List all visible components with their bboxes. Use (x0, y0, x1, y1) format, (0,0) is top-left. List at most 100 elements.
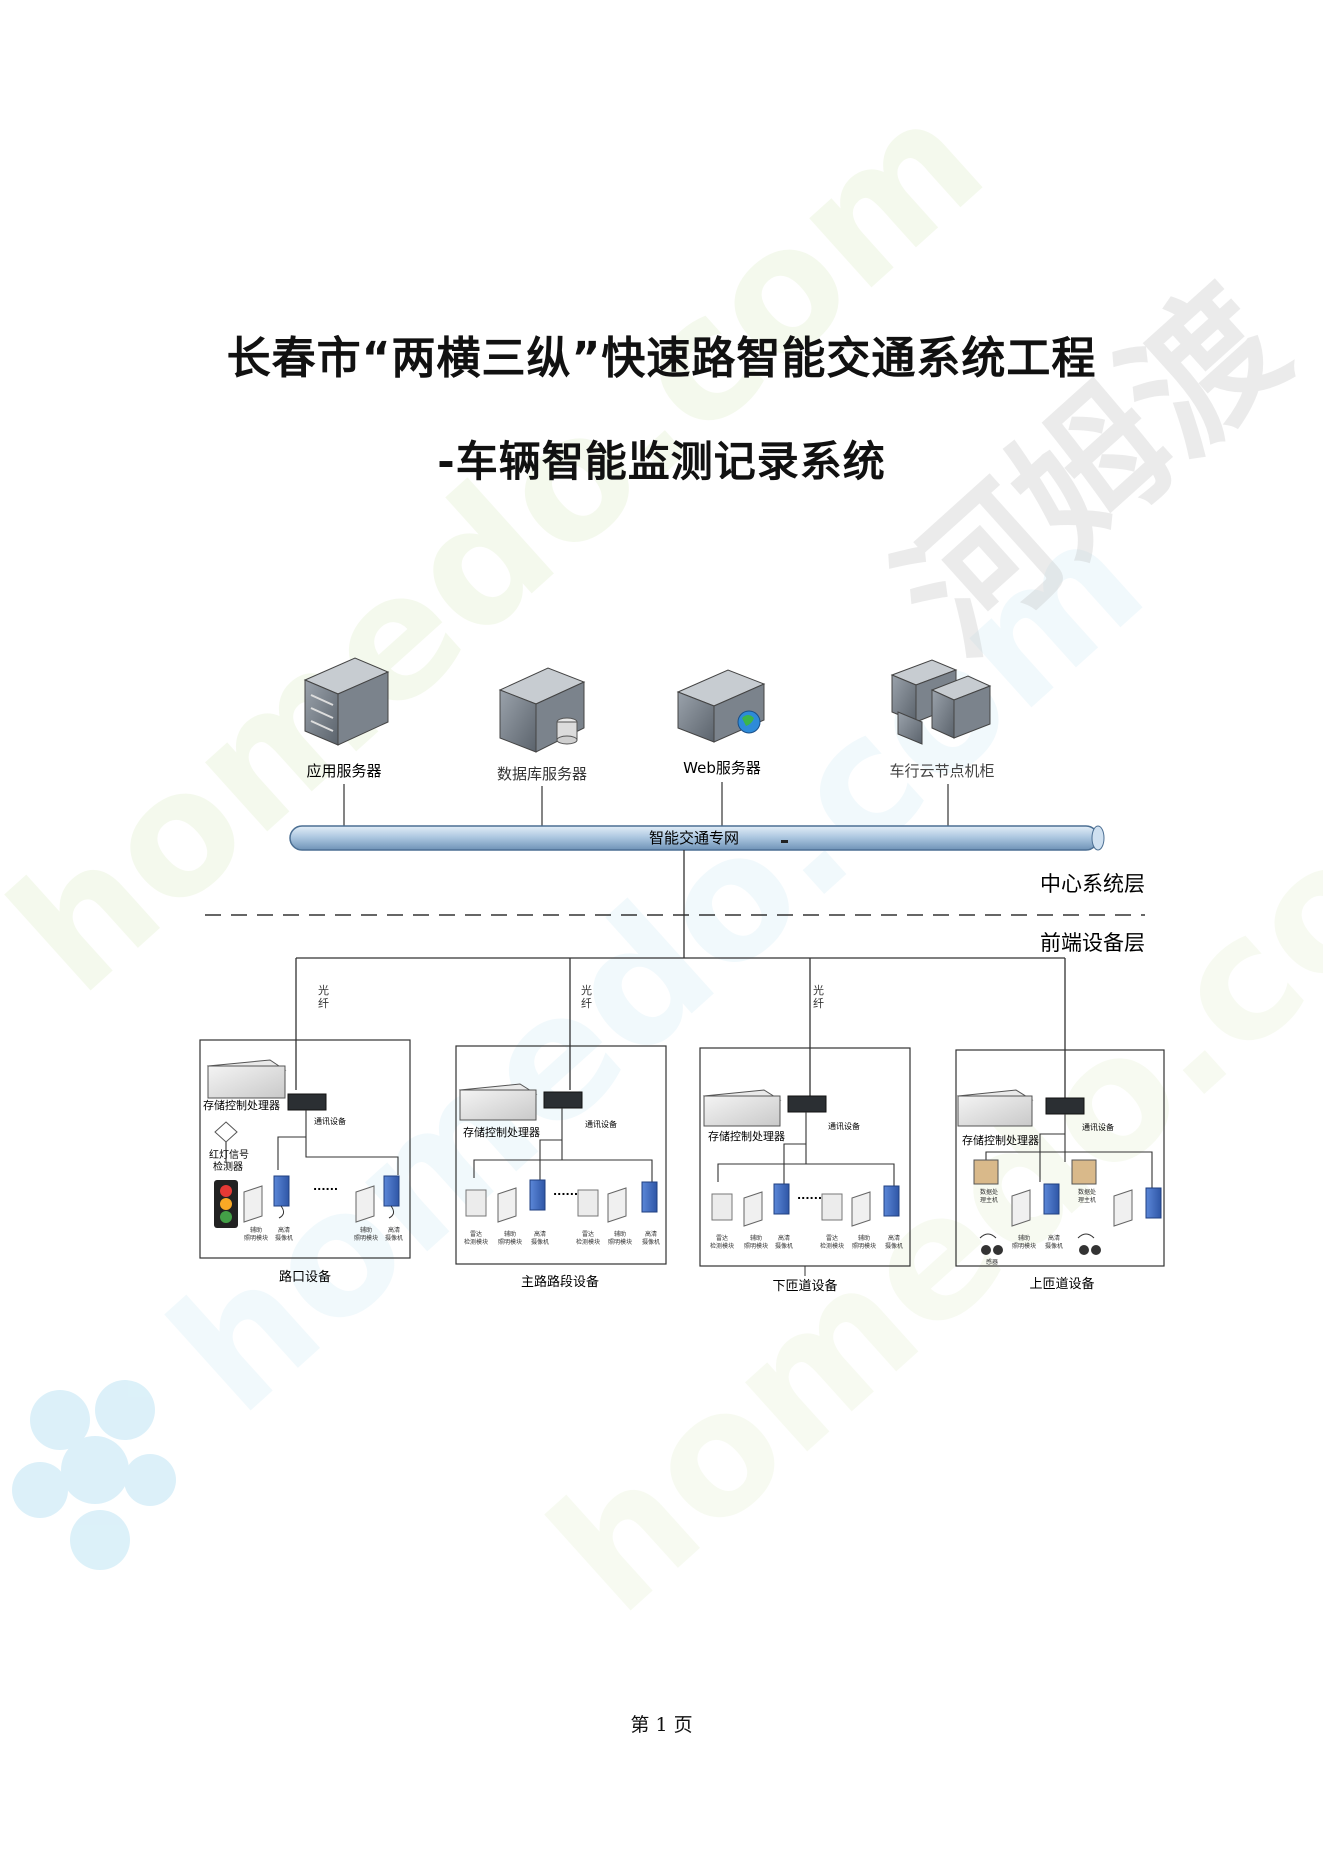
device-label: 辅助照明模块 (1012, 1234, 1036, 1250)
server-label: 车行云节点机柜 (889, 762, 994, 780)
device-label: 雷达检测模块 (820, 1234, 844, 1250)
lighting-module-icon (607, 1187, 627, 1223)
network-switch-icon (787, 1095, 827, 1113)
lighting-module-icon (243, 1185, 263, 1223)
group-intersection: 存储控制处理器 通讯设备 红灯信号检测器 ...... (199, 1039, 411, 1285)
camera-icon (273, 1175, 290, 1219)
server-application: 应用服务器 (303, 657, 390, 780)
device-label: 雷达检测模块 (710, 1234, 734, 1250)
lighting-module-icon (743, 1191, 763, 1227)
processor-icon (956, 1089, 1034, 1127)
ellipsis: ...... (797, 1189, 822, 1202)
server-label: Web服务器 (683, 759, 761, 777)
sensor-label: 感器 (986, 1258, 998, 1266)
radar-module-icon (577, 1189, 599, 1217)
detector-icon (214, 1121, 238, 1143)
document-subtitle: -车辆智能监测记录系统 (437, 437, 886, 486)
display-label: 数据处理主机 (1078, 1188, 1096, 1204)
device-label: 高清摄像机 (1045, 1234, 1063, 1250)
fiber-trunk (295, 850, 1066, 1100)
processor-icon (702, 1089, 782, 1127)
device-label: 高清摄像机 (775, 1234, 793, 1250)
processor-label: 存储控制处理器 (203, 1098, 280, 1112)
document-title: 长春市“两横三纵”快速路智能交通系统工程 (226, 333, 1097, 384)
camera-icon (1145, 1187, 1162, 1219)
camera-icon (773, 1183, 790, 1215)
server-cabinet-icon (890, 659, 992, 745)
fiber-label: 光纤 (318, 983, 329, 1010)
device-label: 高清摄像机 (642, 1230, 660, 1246)
ellipsis: ...... (553, 1185, 578, 1198)
group-caption: 路口设备 (279, 1269, 331, 1285)
server-icon (303, 657, 390, 746)
web-server-icon (676, 669, 766, 743)
watermark-flower-logo (12, 1380, 176, 1570)
database-server-icon (498, 667, 586, 753)
ellipsis: ...... (313, 1180, 338, 1193)
lighting-module-icon (851, 1191, 871, 1227)
sensor-icon (979, 1233, 1101, 1255)
lighting-module-icon (1113, 1189, 1133, 1227)
device-label: 辅助照明模块 (244, 1226, 268, 1242)
fiber-label: 光纤 (813, 983, 824, 1010)
device-label: 辅助照明模块 (744, 1234, 768, 1250)
camera-icon (883, 1185, 900, 1217)
camera-icon (529, 1179, 546, 1211)
device-label: 辅助照明模块 (354, 1226, 378, 1242)
group-main-road: 存储控制处理器 通讯设备 ...... 雷达检测模块 辅助照明模块 高清摄像机 … (455, 1045, 667, 1290)
lighting-module-icon (1011, 1189, 1031, 1227)
radar-module-icon (711, 1193, 733, 1221)
signal-detector-label: 红灯信号检测器 (209, 1148, 249, 1173)
server-label: 应用服务器 (306, 762, 381, 780)
processor-label: 存储控制处理器 (708, 1129, 785, 1143)
network-switch-icon (1045, 1097, 1085, 1115)
device-label: 高清摄像机 (885, 1234, 903, 1250)
layer-label-center: 中心系统层 (1040, 872, 1145, 896)
lighting-module-icon (497, 1187, 517, 1223)
processor-label: 存储控制处理器 (463, 1125, 540, 1139)
group-on-ramp: 存储控制处理器 通讯设备 数据处理主机 数据处理主机 (955, 1049, 1165, 1292)
network-label: 智能交通专网 (649, 829, 739, 847)
fiber-labels: 光纤 光纤 光纤 (318, 983, 824, 1010)
device-label: 高清摄像机 (275, 1226, 293, 1242)
radar-module-icon (465, 1189, 487, 1217)
group-caption: 上匝道设备 (1029, 1276, 1094, 1292)
network-bus: 智能交通专网 (289, 825, 1105, 851)
lighting-module-icon (355, 1185, 375, 1223)
processor-icon (206, 1059, 287, 1099)
comm-label: 通讯设备 (828, 1121, 860, 1131)
display-host-icon (973, 1159, 1097, 1185)
camera-icon (1043, 1183, 1060, 1215)
network-switch-icon (287, 1093, 327, 1111)
group-caption: 主路路段设备 (521, 1274, 599, 1290)
fiber-label: 光纤 (581, 983, 592, 1010)
server-web: Web服务器 (676, 669, 766, 777)
server-database: 数据库服务器 (497, 667, 587, 783)
display-label: 数据处理主机 (980, 1188, 998, 1204)
server-label: 数据库服务器 (497, 765, 587, 783)
comm-label: 通讯设备 (585, 1119, 617, 1129)
camera-icon (641, 1181, 658, 1213)
group-off-ramp: 存储控制处理器 通讯设备 ...... 雷达检测模块 辅助照明模块 高清摄像机 … (699, 1047, 911, 1294)
device-label: 辅助照明模块 (852, 1234, 876, 1250)
server-cabinet: 车行云节点机柜 (889, 659, 995, 780)
device-label: 辅助照明模块 (608, 1230, 632, 1246)
processor-label: 存储控制处理器 (962, 1133, 1039, 1147)
layer-label-front: 前端设备层 (1040, 931, 1145, 955)
group-caption: 下匝道设备 (772, 1278, 837, 1294)
device-label: 雷达检测模块 (464, 1230, 488, 1246)
page-number: 第 1 页 (630, 1714, 693, 1736)
network-switch-icon (543, 1091, 583, 1109)
comm-label: 通讯设备 (1082, 1122, 1114, 1132)
processor-icon (458, 1083, 538, 1121)
traffic-light-icon (214, 1180, 238, 1228)
comm-label: 通讯设备 (314, 1116, 346, 1126)
device-label: 高清摄像机 (385, 1226, 403, 1242)
device-label: 雷达检测模块 (576, 1230, 600, 1246)
device-label: 辅助照明模块 (498, 1230, 522, 1246)
server-connectors (343, 782, 949, 826)
device-label: 高清摄像机 (531, 1230, 549, 1246)
camera-icon (383, 1175, 400, 1219)
